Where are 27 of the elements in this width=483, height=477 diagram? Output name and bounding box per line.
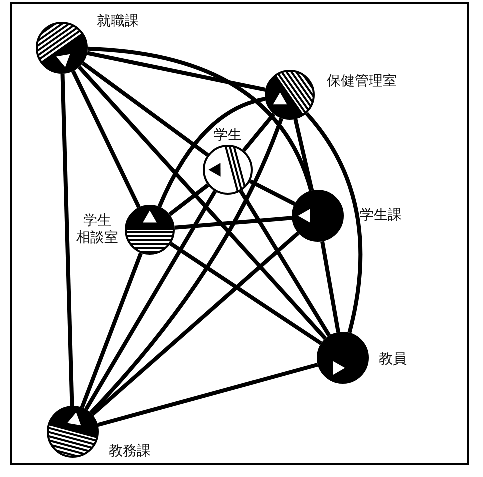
connector-line: [170, 242, 322, 346]
connector-line: [320, 241, 340, 333]
node-label: 教務課: [109, 444, 151, 460]
connector-line: [84, 190, 217, 411]
connector-line: [239, 190, 332, 337]
connector-line: [91, 232, 300, 416]
connector-line: [168, 184, 210, 216]
connector-line: [80, 252, 143, 408]
connector-line: [82, 62, 210, 157]
connector-line: [174, 216, 292, 230]
node-label: 教員: [379, 352, 407, 368]
node-label: 保健管理室: [327, 74, 397, 90]
connector-line: [90, 118, 284, 415]
connector-line: [98, 362, 318, 428]
connector-line: [294, 118, 314, 192]
connector-line: [305, 112, 363, 334]
connector-line: [249, 180, 296, 206]
node-label: 学生課: [360, 208, 402, 224]
node-label: 学生相談室: [76, 213, 120, 247]
node-label: 学生: [214, 128, 242, 144]
connector-line: [78, 66, 328, 340]
connector-line: [242, 113, 276, 152]
connector-line: [72, 70, 141, 208]
connector-line: [87, 51, 266, 92]
node-label: 就職課: [97, 14, 139, 30]
connector-line: [158, 97, 266, 208]
connector-line: [60, 74, 74, 406]
